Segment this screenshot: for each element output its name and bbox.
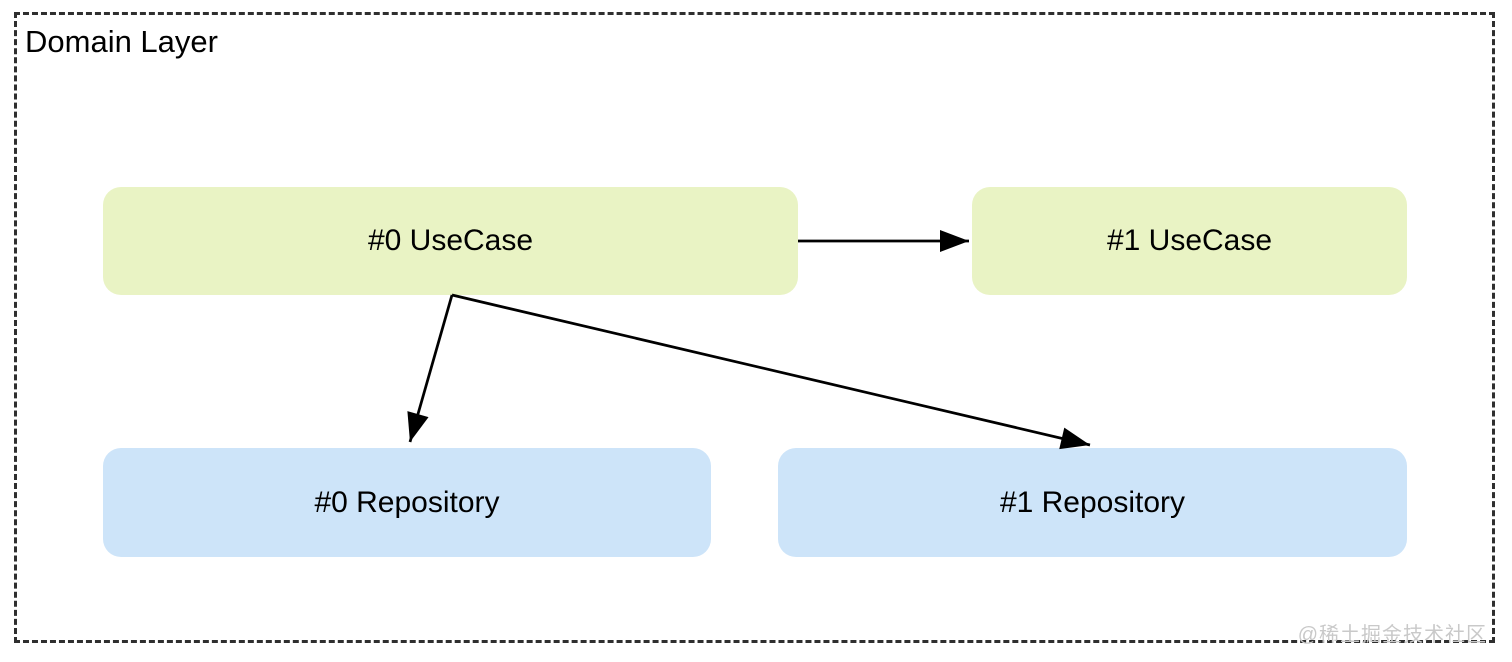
node-repository-1-label: #1 Repository [999, 485, 1186, 519]
node-repository-0: #0 Repository [103, 448, 711, 557]
node-usecase-0: #0 UseCase [103, 187, 798, 295]
node-usecase-1-label: #1 UseCase [1106, 224, 1273, 257]
node-usecase-1: #1 UseCase [972, 187, 1407, 295]
frame-title: Domain Layer [25, 24, 218, 59]
node-repository-1: #1 Repository [778, 448, 1407, 557]
node-repository-0-label: #0 Repository [314, 485, 500, 519]
watermark: @稀土掘金技术社区 [1297, 624, 1487, 646]
node-usecase-0-label: #0 UseCase [367, 224, 534, 257]
domain-layer-frame [14, 12, 1495, 643]
